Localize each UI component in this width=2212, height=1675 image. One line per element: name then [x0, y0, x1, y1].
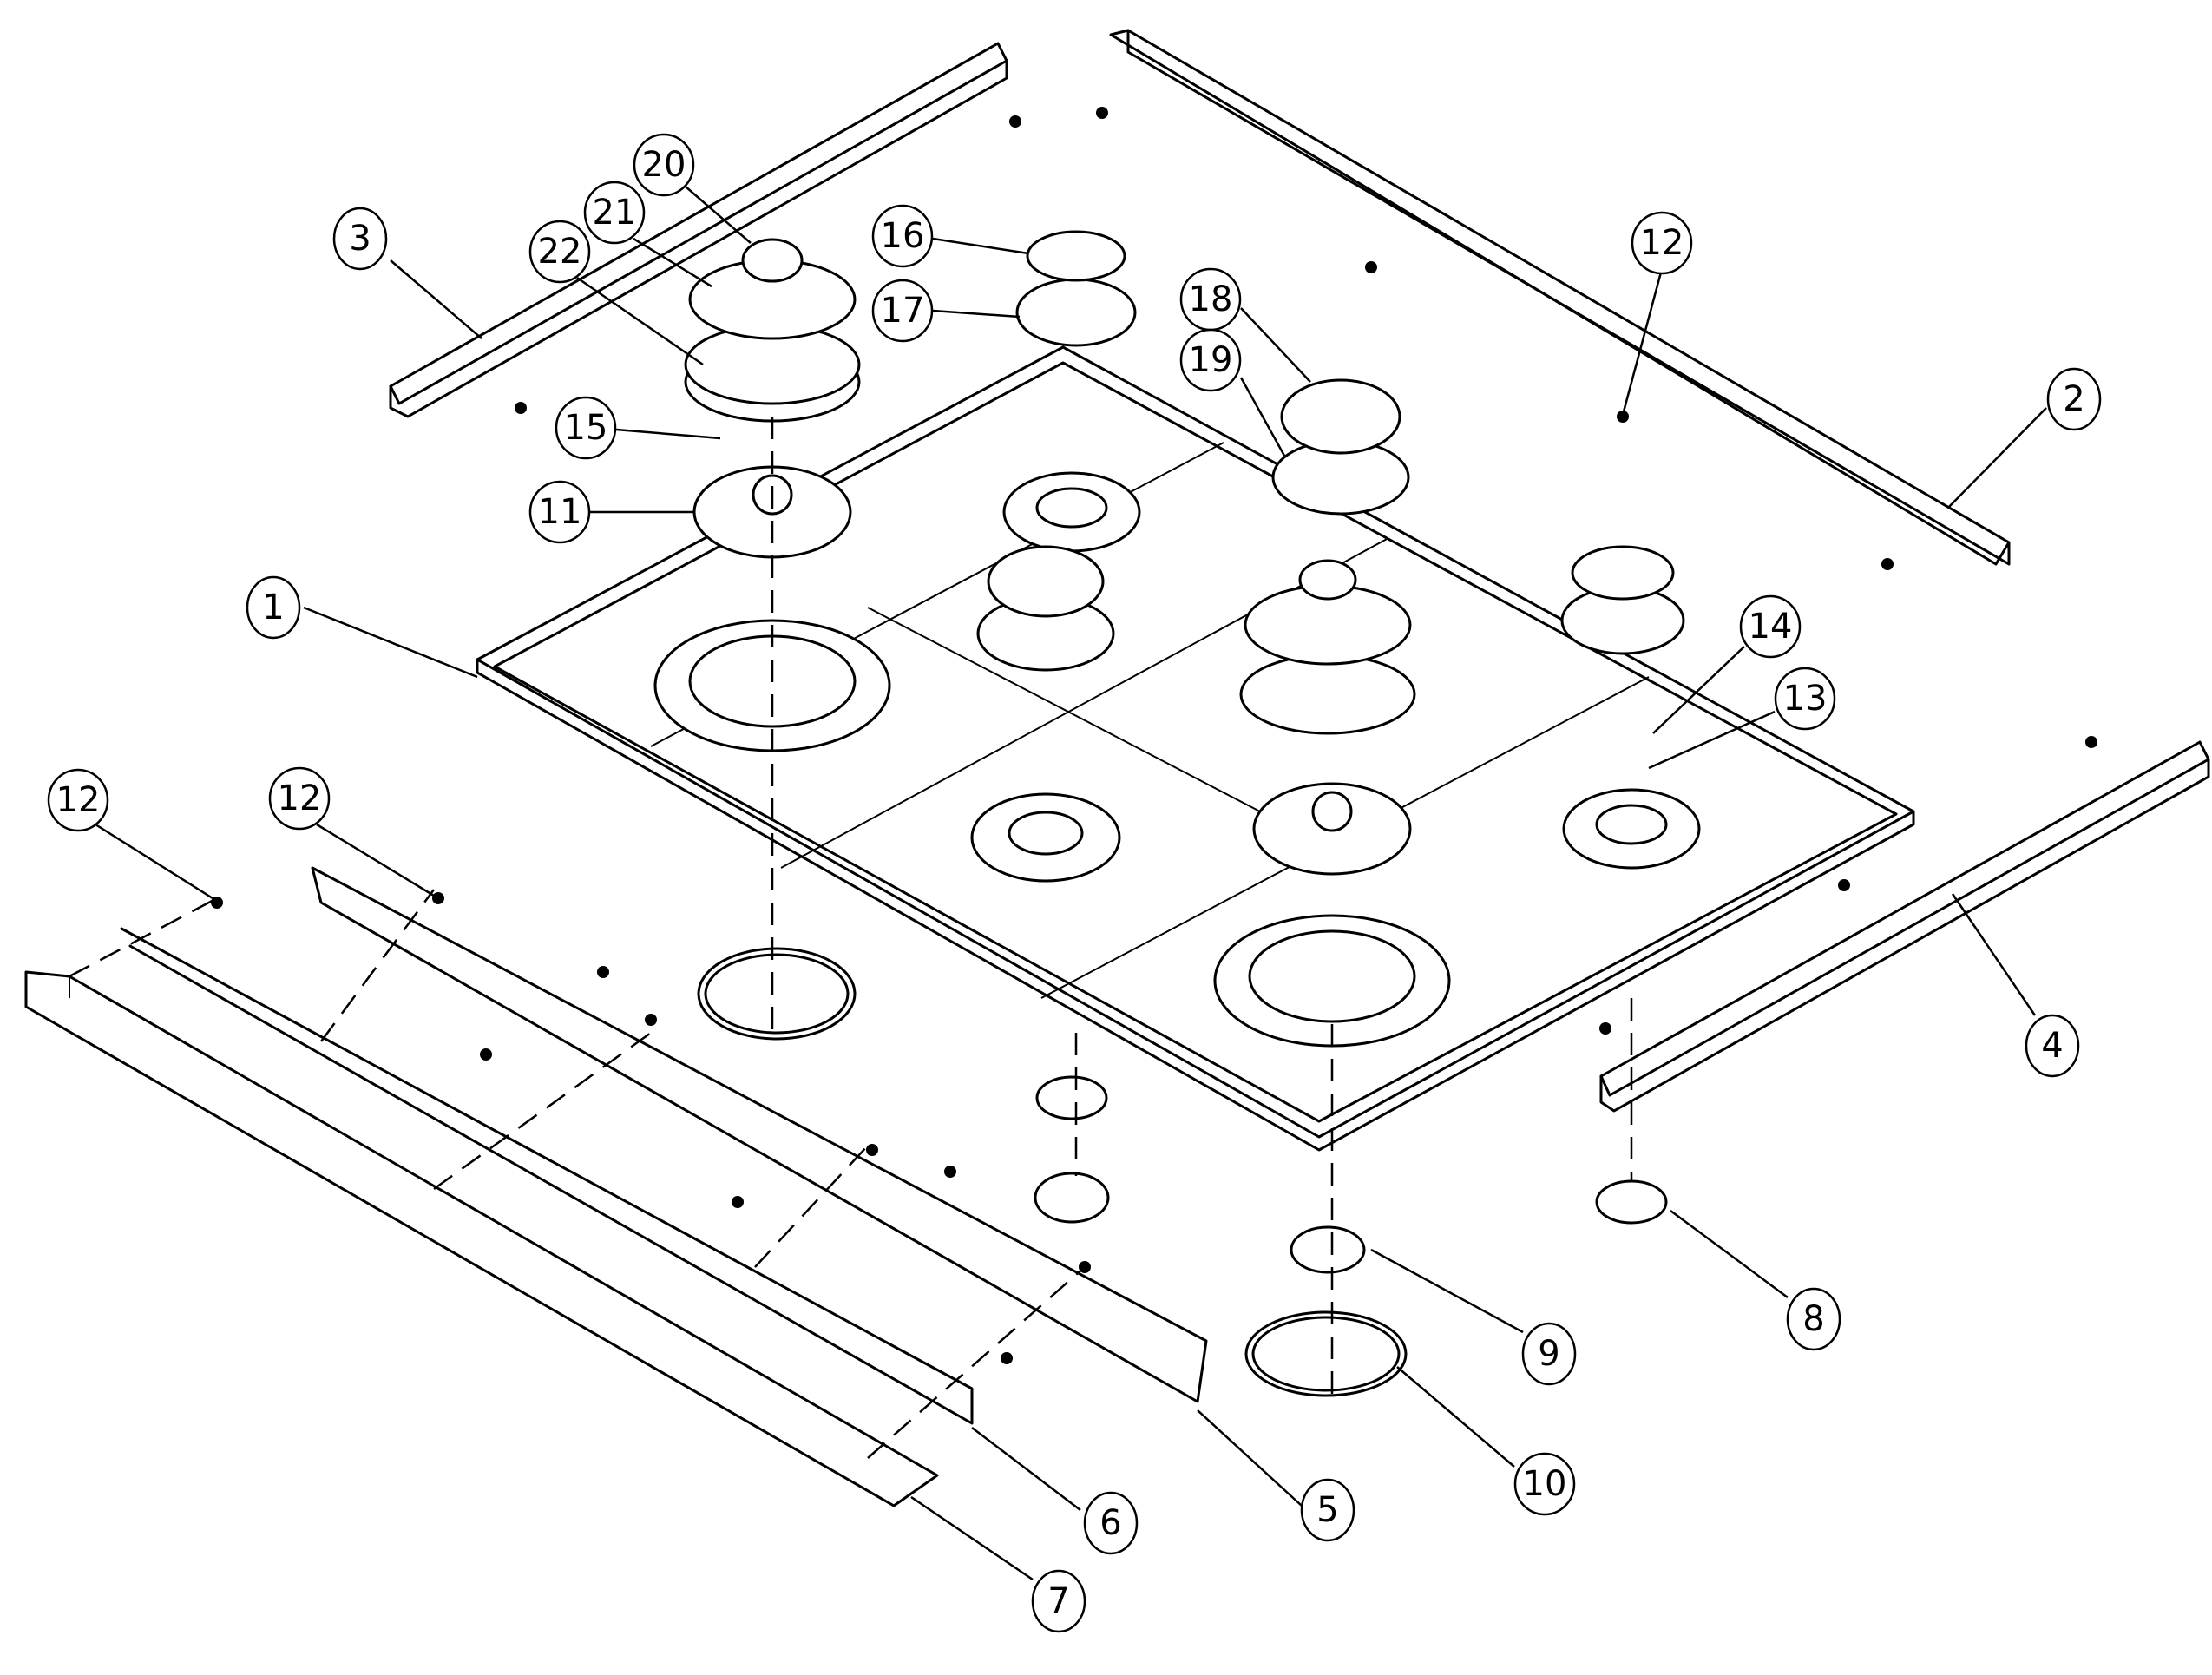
sealing-rings [697, 947, 1408, 1397]
svg-text:6: 6 [1099, 1503, 1121, 1543]
callout-10: 10 [1396, 1366, 1576, 1516]
callout-11: 11 [528, 480, 694, 544]
callout-2: 2 [1947, 367, 2102, 509]
front-panels [24, 866, 1208, 1508]
callout-22: 22 [528, 220, 704, 366]
svg-text:2: 2 [2063, 379, 2084, 419]
callout-13: 13 [1648, 667, 1836, 770]
svg-text:7: 7 [1047, 1581, 1069, 1621]
svg-text:9: 9 [1538, 1334, 1559, 1374]
callout-18: 18 [1179, 267, 1311, 383]
svg-text:21: 21 [593, 193, 637, 233]
svg-text:18: 18 [1189, 279, 1233, 319]
callout-1: 1 [246, 575, 478, 679]
callout-15: 15 [555, 396, 721, 460]
callout-19: 19 [1179, 328, 1286, 457]
callout-5: 5 [1197, 1409, 1355, 1542]
callout-12-left: 12 [47, 768, 213, 900]
callout-7: 7 [910, 1495, 1086, 1633]
svg-text:19: 19 [1189, 340, 1233, 380]
svg-text:4: 4 [2041, 1026, 2063, 1066]
svg-text:1: 1 [262, 588, 284, 627]
svg-text:16: 16 [881, 216, 925, 256]
side-rails [389, 29, 2210, 1113]
svg-text:8: 8 [1802, 1299, 1824, 1339]
svg-text:12: 12 [1640, 223, 1684, 263]
svg-text:5: 5 [1316, 1490, 1338, 1530]
callout-6: 6 [971, 1427, 1139, 1555]
callout-17: 17 [871, 279, 1021, 343]
svg-text:17: 17 [881, 291, 925, 331]
callout-8: 8 [1670, 1209, 1841, 1351]
cooktop-frame [476, 345, 1915, 1152]
burner-bases [692, 465, 1412, 876]
callout-14: 14 [1652, 594, 1802, 734]
svg-text:11: 11 [538, 492, 582, 532]
svg-text:10: 10 [1523, 1464, 1567, 1504]
svg-text:22: 22 [538, 232, 582, 272]
svg-text:12: 12 [56, 780, 101, 820]
callout-12-right: 12 [1621, 211, 1693, 416]
svg-text:20: 20 [642, 145, 686, 185]
svg-text:13: 13 [1783, 679, 1828, 719]
screws [211, 107, 2097, 1364]
callout-4: 4 [1951, 893, 2080, 1078]
callout-3: 3 [332, 207, 482, 339]
svg-text:3: 3 [349, 219, 371, 259]
callout-20: 20 [633, 133, 752, 244]
svg-text:15: 15 [564, 408, 608, 448]
burner-heads [684, 230, 1685, 735]
callout-21: 21 [583, 181, 712, 288]
retaining-clips [1034, 1075, 1668, 1274]
callout-9: 9 [1370, 1248, 1577, 1386]
assembly-axes [771, 417, 1633, 1397]
callout-16: 16 [871, 204, 1029, 268]
svg-text:14: 14 [1749, 607, 1793, 647]
callout-12-middle: 12 [268, 766, 435, 897]
svg-text:12: 12 [278, 778, 322, 818]
panel-burner-rings [653, 471, 1701, 1048]
